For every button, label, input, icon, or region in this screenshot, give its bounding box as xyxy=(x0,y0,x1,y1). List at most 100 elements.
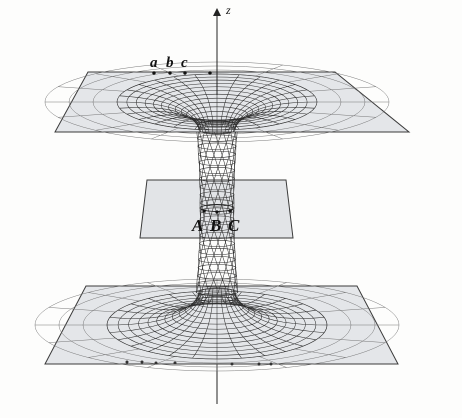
funnel-radial-line xyxy=(130,294,204,347)
label-C: C xyxy=(228,216,240,235)
funnel-radial-line xyxy=(234,291,325,319)
funnel-radial-line xyxy=(227,116,280,134)
funnel-radial-line xyxy=(220,74,240,127)
plane-grid-spoke xyxy=(287,73,339,83)
funnel-radial-line xyxy=(138,84,204,128)
neck-line xyxy=(207,127,235,296)
funnel-radial-line xyxy=(234,292,325,333)
funnel-radial-line xyxy=(227,295,286,352)
neck-line xyxy=(199,133,218,289)
neck-line xyxy=(200,128,237,295)
upper-sheet xyxy=(44,61,411,143)
neck-line xyxy=(196,129,238,292)
plane-grid-spoke xyxy=(147,282,175,294)
plane-grid-spoke xyxy=(95,121,147,131)
funnel-radial-line xyxy=(232,290,317,314)
plane-grid-spoke xyxy=(88,348,140,358)
label-c: c xyxy=(181,55,188,71)
neck-line xyxy=(198,128,238,293)
funnel-radial-line xyxy=(116,101,200,131)
funnel-radial-line xyxy=(230,294,304,347)
funnel-radial-line xyxy=(234,95,315,130)
funnel-radial-line xyxy=(154,79,207,127)
funnel-radial-line xyxy=(227,79,280,127)
plane-grid-spoke xyxy=(95,73,147,83)
neck-line xyxy=(198,132,230,291)
plane-grid-spoke xyxy=(58,86,125,92)
funnel-radial-line xyxy=(234,101,318,131)
neck-ring xyxy=(199,191,235,199)
neck-line xyxy=(199,133,222,290)
funnel-radial-line xyxy=(220,288,242,305)
funnel-radial-line xyxy=(232,111,308,132)
plane-grid-spoke xyxy=(287,121,339,131)
funnel-radial-line xyxy=(224,295,265,356)
funnel-radial-line xyxy=(224,76,261,127)
plane-grid-spoke xyxy=(48,307,116,313)
plane-grid-spoke xyxy=(309,112,376,118)
lower-marker-dots xyxy=(125,360,273,366)
plane-grid-spoke xyxy=(255,127,283,140)
funnel-radial-line xyxy=(173,76,210,127)
funnel-radial-line xyxy=(138,114,204,133)
funnel-radial-line xyxy=(192,295,214,359)
plane-grid-spoke xyxy=(294,348,346,358)
funnel-radial-line xyxy=(130,289,204,311)
plane-grid-spoke xyxy=(151,64,179,77)
upper-marker-dots xyxy=(152,71,212,75)
lower-sheet xyxy=(34,278,400,372)
plane-grid-spoke xyxy=(147,356,175,368)
funnel-radial-line xyxy=(119,95,200,130)
plane-grid-spoke xyxy=(48,337,116,343)
funnel-radial-line xyxy=(109,292,200,333)
funnel-radial-line xyxy=(169,288,210,306)
neck-line xyxy=(212,126,235,295)
plane-grid-spoke xyxy=(255,64,283,77)
neck-ring xyxy=(199,215,235,223)
middle-plane xyxy=(139,179,294,239)
funnel-radial-line xyxy=(126,111,202,132)
funnel-radial-line xyxy=(224,118,261,134)
funnel-radial-line xyxy=(173,118,210,134)
lower-funnel-mesh xyxy=(106,287,328,360)
neck-line xyxy=(199,132,227,290)
label-a: a xyxy=(150,55,158,71)
neck-line xyxy=(204,127,236,295)
plane-grid-spoke xyxy=(318,337,386,343)
label-B: B xyxy=(209,216,221,235)
plane-grid-spoke xyxy=(294,292,346,302)
neck-line xyxy=(216,126,235,296)
funnel-radial-line xyxy=(148,288,207,308)
wormhole-throat-mesh xyxy=(195,126,239,296)
neck-ring xyxy=(199,239,235,247)
funnel-radial-line xyxy=(230,84,296,128)
plane-grid-spoke xyxy=(259,282,287,294)
funnel-radial-line xyxy=(106,291,200,326)
upper-plane xyxy=(54,71,411,133)
funnel-radial-line xyxy=(192,288,214,305)
middle-sheet xyxy=(139,179,294,239)
funnel-radial-line xyxy=(194,74,214,127)
funnel-radial-line xyxy=(109,291,200,319)
funnel-radial-line xyxy=(169,295,210,356)
funnel-radial-line xyxy=(230,289,304,311)
lower-plane xyxy=(44,285,399,365)
funnel-radial-line xyxy=(220,295,242,359)
throat-marker-dots xyxy=(202,209,232,214)
neck-line xyxy=(197,131,234,291)
label-A: A xyxy=(191,216,203,235)
plane-grid-spoke xyxy=(309,86,376,92)
plane-grid-spoke xyxy=(318,307,386,313)
label-b: b xyxy=(166,55,174,71)
plane-grid-spoke xyxy=(259,356,287,368)
funnel-radial-line xyxy=(117,290,202,314)
plane-grid-spoke xyxy=(58,112,125,118)
funnel-radial-line xyxy=(224,288,265,306)
plane-grid-spoke xyxy=(88,292,140,302)
funnel-radial-line xyxy=(232,89,308,129)
funnel-radial-line xyxy=(234,291,328,326)
funnel-radial-line xyxy=(148,295,207,352)
plane-grid-spoke xyxy=(151,127,179,140)
z-axis-label: z xyxy=(225,3,231,17)
